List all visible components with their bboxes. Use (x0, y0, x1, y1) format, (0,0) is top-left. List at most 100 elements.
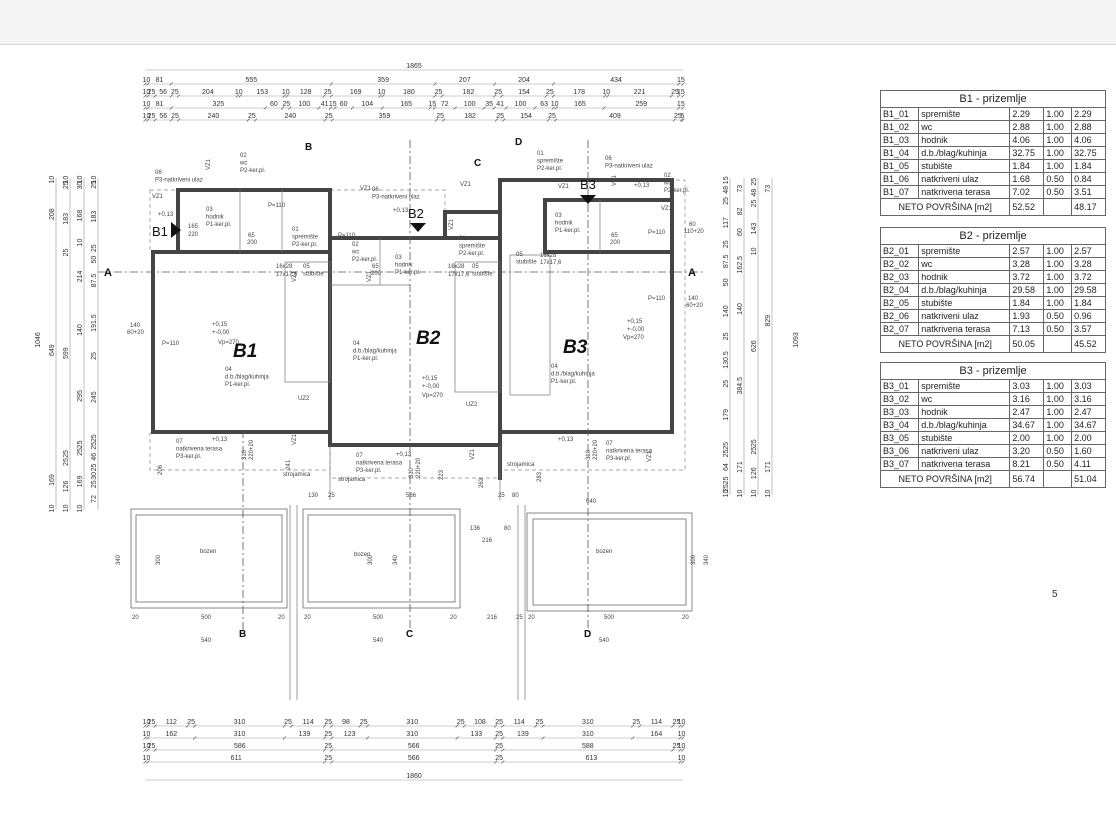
annotation-terrace-h: 220+20 (416, 457, 422, 478)
room-num: 03 (555, 213, 562, 219)
annotation-strojarnica: strojamica (338, 477, 366, 483)
dimension-value: 310 (234, 719, 246, 726)
dimension-tick (681, 106, 685, 110)
dimension-tick (235, 94, 240, 98)
dimension-value: 25 (723, 332, 730, 340)
room-num: 04 (353, 341, 360, 347)
dimension-value: 87.5 (723, 254, 730, 268)
room-floor: P1-ker.pl. (353, 356, 379, 362)
annotation-stair2: 17x17,6 (276, 272, 298, 278)
dimension-value: 56 (159, 89, 167, 96)
table-cell: 3.57 (1071, 322, 1106, 336)
dimension-tick (333, 106, 337, 110)
dimension-value: 310 (234, 731, 246, 738)
dimension-value: 10 (723, 489, 730, 497)
entry-label-b1: B1 (152, 224, 168, 239)
dimension-tick (289, 724, 294, 728)
annotation-pool-outer-h: 340 (393, 554, 399, 565)
room-num: 02 (240, 153, 247, 159)
dimension-value: 25 (435, 89, 443, 96)
table-cell: wc (918, 120, 1011, 134)
dimension-value: 50 (91, 256, 98, 264)
table-cell: 32.75 (1009, 146, 1045, 160)
dimension-value: 15 (428, 101, 436, 108)
room-floor: P1-ker.pl. (225, 382, 251, 388)
table-cell: B2_04 (879, 283, 920, 297)
annotation-d25: 25 (328, 493, 335, 499)
annotation-vz1: VZ1 (152, 194, 164, 200)
annotation-d80: 80 (504, 526, 511, 532)
dimension-tick (143, 82, 147, 86)
table-cell: 3.16 (1009, 392, 1045, 406)
room-floor: P1-ker.pl. (551, 379, 577, 385)
annotation-pool-outer-h: 340 (704, 554, 710, 565)
dimension-tick (493, 736, 498, 740)
table-cell: B3_05 (879, 431, 920, 445)
dimension-tick (143, 748, 147, 752)
dimension-value: 25 (723, 477, 730, 485)
dimension-total-left: 1046 (35, 332, 42, 348)
dimension-value: 46 (91, 453, 98, 461)
annotation-d25: 25 (516, 615, 523, 621)
annotation-strojarnica: strojamica (283, 472, 311, 478)
section-marker-d: D (584, 629, 591, 640)
room-num: 07 (176, 439, 183, 445)
room-name: d.b./blag/kuhinja (353, 349, 397, 355)
dimension-tick (193, 724, 197, 728)
dimension-value: 359 (379, 113, 391, 120)
annotation-height: Vp=270 (623, 335, 645, 341)
room-num: 05 (516, 252, 523, 258)
table-cell: B3_01 (879, 379, 920, 393)
dimension-tick (322, 736, 327, 740)
dimension-value: 25 (495, 743, 503, 750)
table-cell: B1_06 (879, 172, 920, 186)
annotation-door-w: 65 (248, 233, 255, 239)
annotation-vz1: VZ1 (661, 206, 673, 212)
dimension-tick (378, 94, 382, 98)
dimension-tick (328, 106, 333, 110)
table-cell: B2_02 (879, 257, 920, 271)
table-cell: spremište (918, 107, 1011, 121)
table-cell: 0.50 (1043, 444, 1073, 458)
dimension-value: 140 (737, 303, 744, 315)
dimension-value: 25 (91, 244, 98, 252)
dimension-value: 10 (737, 490, 744, 498)
table-cell: 1.00 (1043, 405, 1073, 419)
annotation-window-w: 140 (130, 323, 141, 329)
annotation-window-h: 60+20 (686, 303, 704, 309)
table-cell: B3_04 (879, 418, 920, 432)
dimension-value: 10 (678, 719, 686, 726)
dimension-value: 10 (143, 743, 151, 750)
dimension-tick (678, 724, 682, 728)
annotation-d216: 216 (487, 615, 498, 621)
annotation-pool-outer: 540 (599, 638, 610, 644)
dimension-tick (544, 94, 548, 98)
b1-entry-canopy (149, 189, 178, 252)
annotation-level-zero: +-0,00 (627, 327, 645, 333)
dimension-value: 165 (574, 101, 586, 108)
annotation-pool-w: 500 (201, 615, 212, 621)
dimension-value: 295 (77, 390, 84, 402)
b3-terrace-outline (499, 179, 686, 471)
room-name: P3-natkriveni ulaz (372, 195, 420, 201)
room-name: stubište (303, 272, 324, 278)
annotation-d223: 223 (439, 469, 445, 480)
dimension-tick (282, 724, 287, 728)
table-cell: 0.50 (1043, 185, 1073, 199)
table-cell: 3.72 (1071, 270, 1106, 284)
dimension-tick (681, 736, 685, 740)
entry-label-b2: B2 (408, 206, 424, 221)
annotation-level-entry: +0,13 (558, 437, 574, 443)
annotation-level-floor: +0,15 (212, 322, 228, 328)
dimension-tick (546, 118, 551, 122)
